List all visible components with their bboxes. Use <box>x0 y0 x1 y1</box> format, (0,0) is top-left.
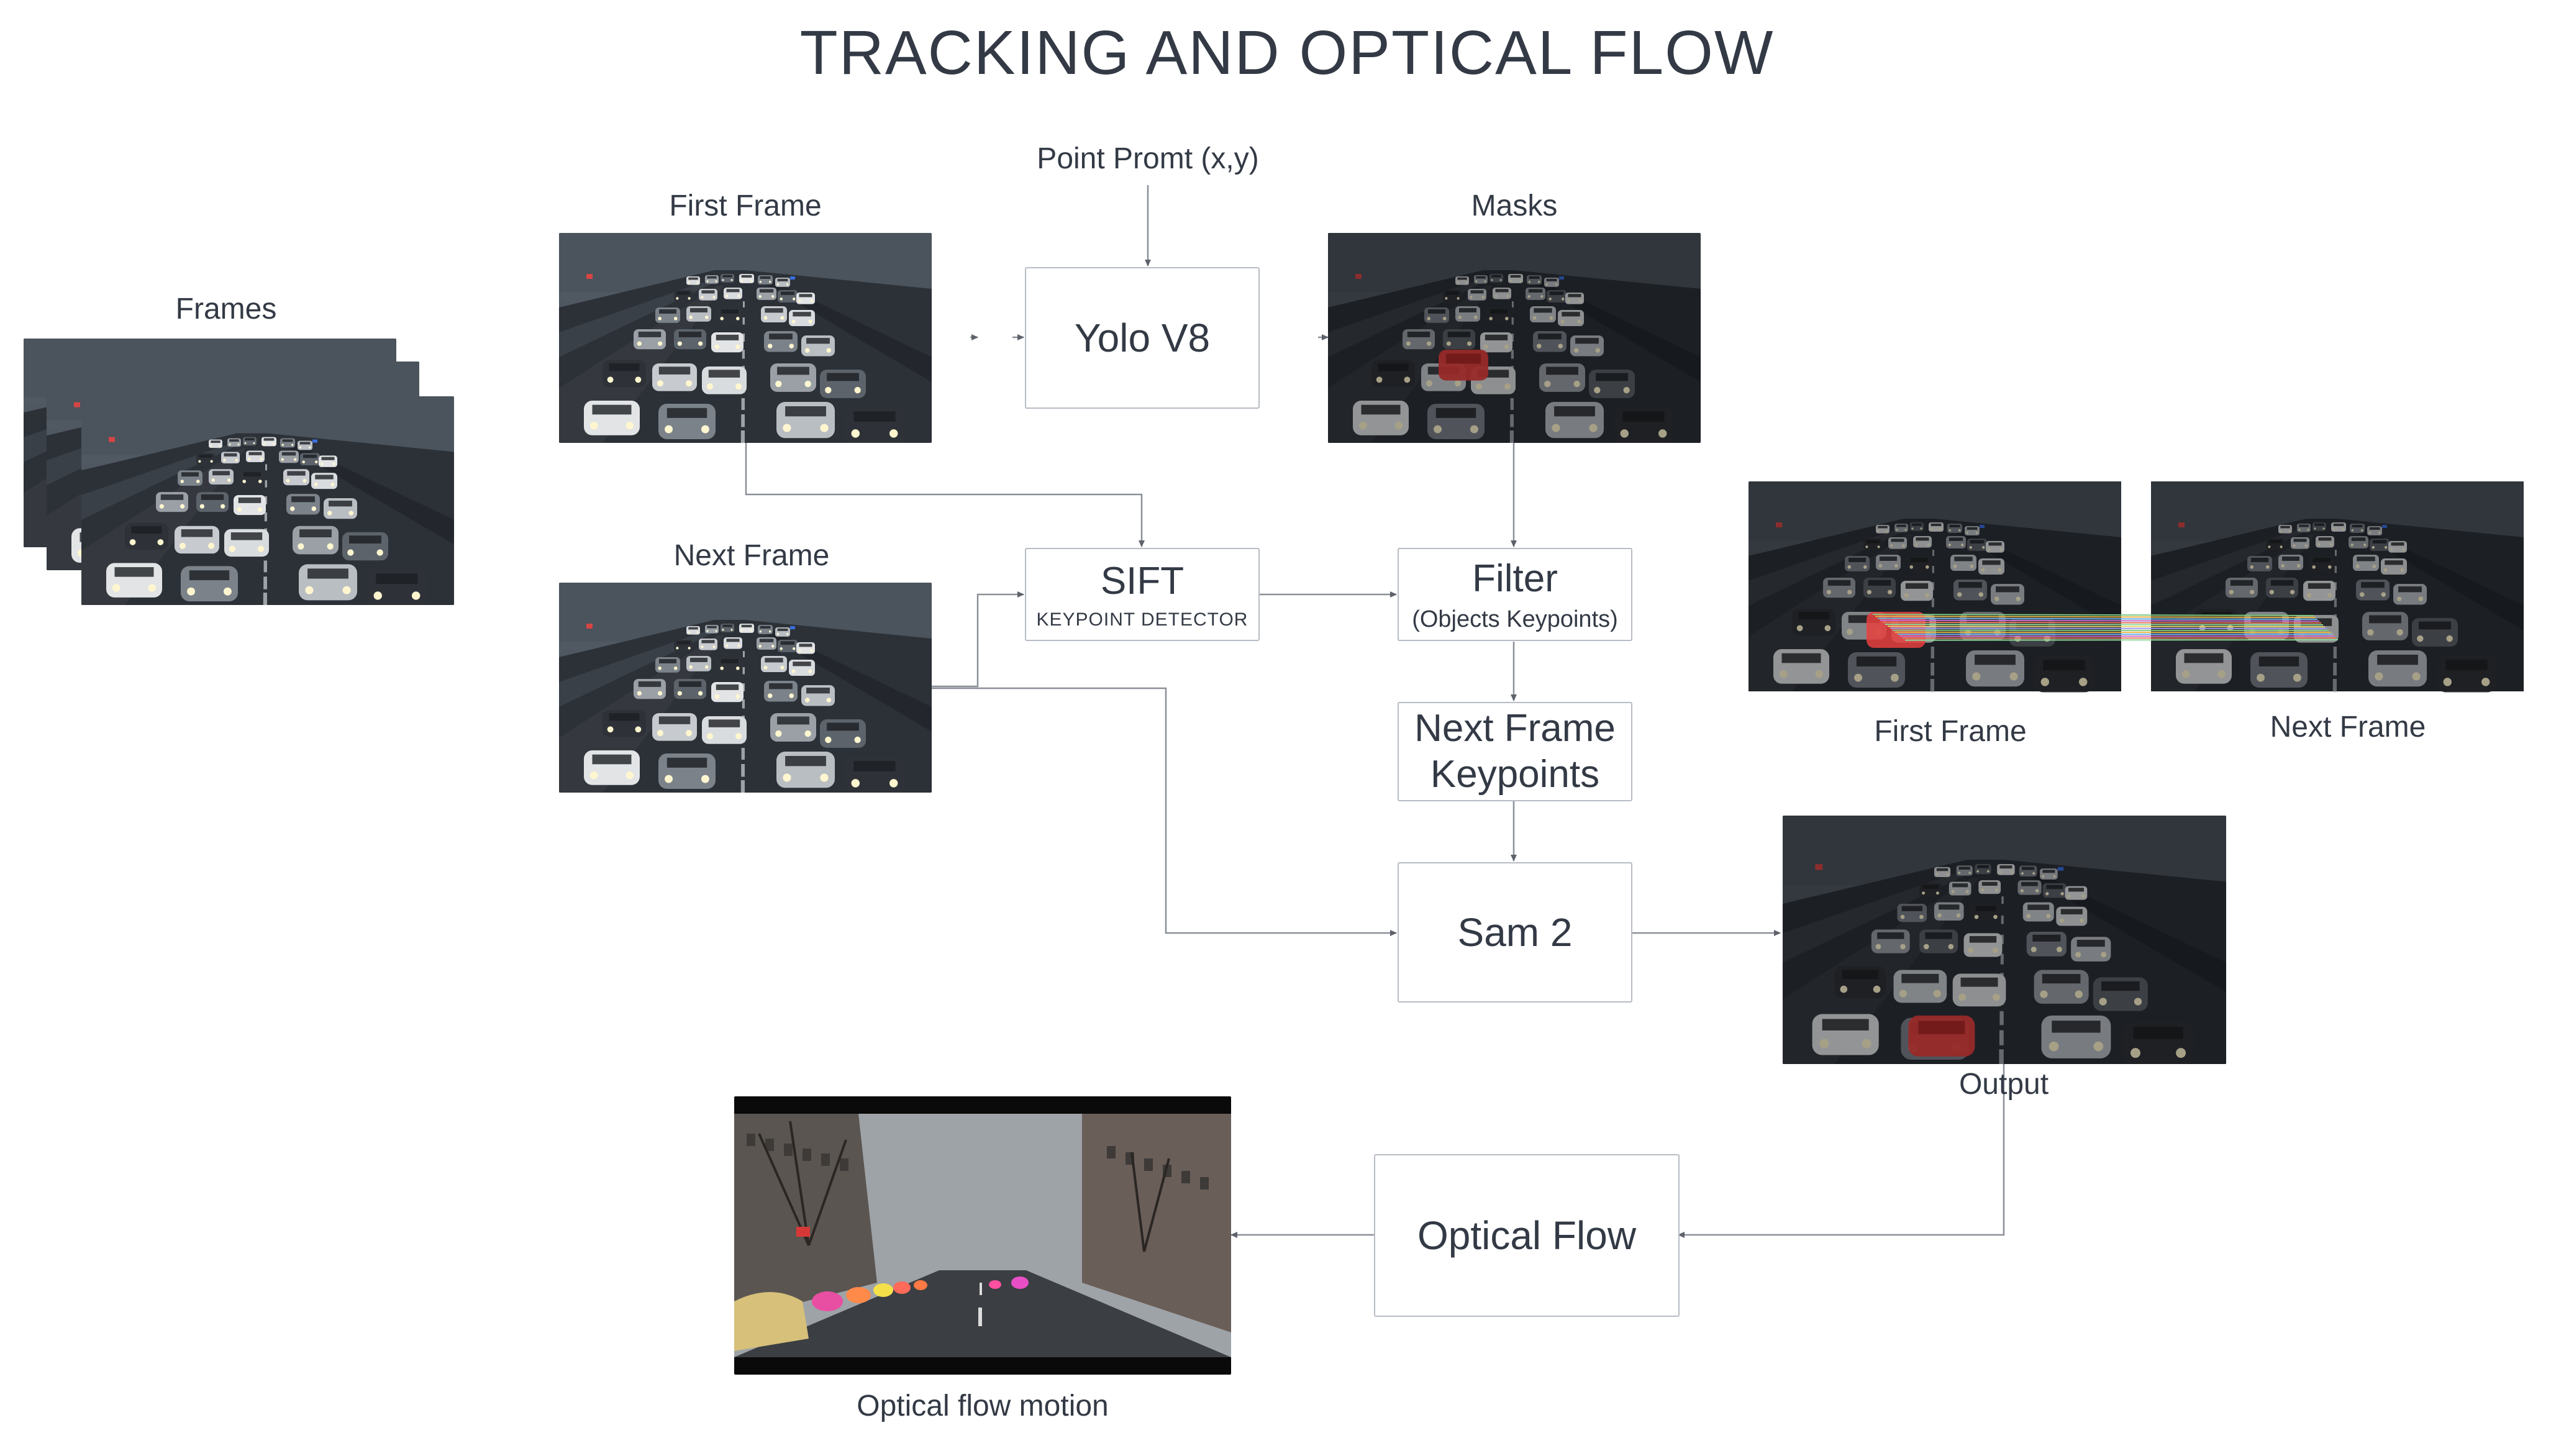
yolo-v8-box: Yolo V8 <box>1025 267 1260 409</box>
filter-box: Filter (Objects Keypoints) <box>1398 548 1632 641</box>
first-frame-image <box>559 233 932 443</box>
edge-output-flow <box>1678 1063 2005 1238</box>
sift-title: SIFT <box>1100 559 1185 603</box>
yolo-v8-label: Yolo V8 <box>1074 315 1211 360</box>
frame-stack-front <box>81 396 454 605</box>
sift-subtitle: KEYPOINT DETECTOR <box>1036 609 1248 630</box>
optical-flow-label: Optical Flow <box>1417 1213 1637 1258</box>
sam2-box: Sam 2 <box>1398 862 1632 1003</box>
filter-subtitle: (Objects Keypoints) <box>1412 606 1618 632</box>
nfk-line1: Next Frame <box>1414 706 1616 750</box>
first-frame-label: First Frame <box>669 189 822 222</box>
masks-label: Masks <box>1471 189 1558 222</box>
nfk-line2: Keypoints <box>1430 753 1600 796</box>
frames-label: Frames <box>175 293 277 325</box>
next-frame-image <box>559 583 932 793</box>
sift-box: SIFT KEYPOINT DETECTOR <box>1025 548 1260 641</box>
edge-next-sift <box>932 591 1024 688</box>
filter-title: Filter <box>1472 557 1558 601</box>
keypoint-match-image <box>1749 481 2554 708</box>
match-first-frame-label: First Frame <box>1874 715 2027 748</box>
output-label: Output <box>1958 1068 2049 1101</box>
optical-flow-box: Optical Flow <box>1374 1154 1680 1317</box>
next-frame-keypoints-box: Next Frame Keypoints <box>1398 702 1632 801</box>
output-image <box>1783 816 2226 1064</box>
optical-flow-motion-image <box>734 1096 1231 1375</box>
masks-image <box>1328 233 1701 443</box>
optical-flow-motion-label: Optical flow motion <box>857 1390 1109 1422</box>
edge-first-sift <box>745 443 1145 547</box>
sam2-label: Sam 2 <box>1457 909 1573 955</box>
next-frame-label: Next Frame <box>673 539 830 572</box>
point-prompt-label: Point Promt (x,y) <box>1037 142 1259 175</box>
match-next-frame-label: Next Frame <box>2270 711 2426 744</box>
edge-next-sam <box>932 687 1397 936</box>
page-title: TRACKING AND OPTICAL FLOW <box>799 18 1775 88</box>
